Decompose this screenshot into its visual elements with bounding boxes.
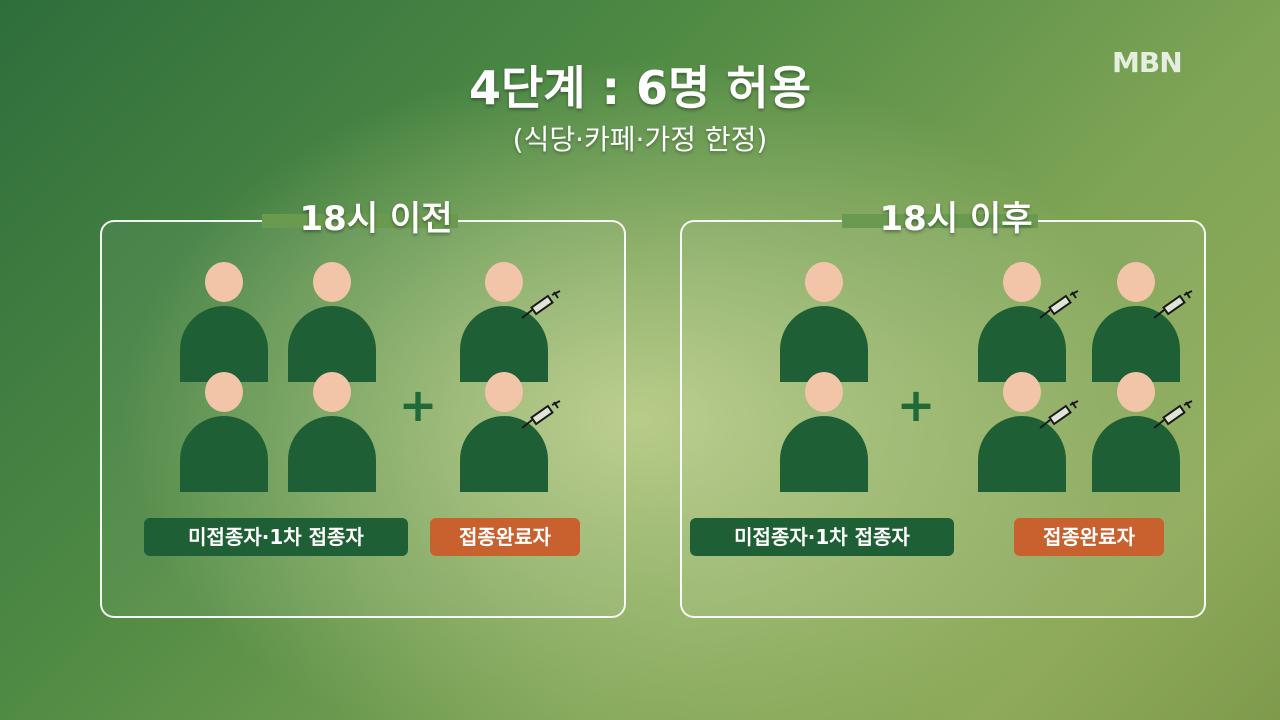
vaccinated-person-icon [460, 372, 561, 492]
vaccinated-person-icon [978, 372, 1079, 492]
person-icon [180, 372, 268, 492]
vaccinated-person-icon [978, 262, 1079, 382]
person-icon [780, 262, 868, 382]
panel-title-before-18: 18시 이전 [299, 199, 453, 239]
person-icon [288, 262, 376, 382]
person-icon [780, 372, 868, 492]
label-unvaccinated: 미접종자·1차 접종자 [144, 518, 408, 556]
syringe-icon [1153, 400, 1193, 429]
vaccinated-person-icon [460, 262, 561, 382]
page-title: 4단계 : 6명 허용 [468, 61, 812, 115]
syringe-icon [1039, 400, 1079, 429]
plus-sign: + [896, 378, 936, 432]
person-icon [180, 262, 268, 382]
panel-title-mask [262, 214, 458, 228]
plus-sign: + [398, 378, 438, 432]
vaccinated-person-icon [1092, 262, 1193, 382]
broadcaster-logo: MBN [1112, 46, 1183, 79]
syringe-icon [521, 400, 561, 429]
label-unvaccinated: 미접종자·1차 접종자 [690, 518, 954, 556]
person-icon [288, 372, 376, 492]
vaccinated-person-icon [1092, 372, 1193, 492]
syringe-icon [1039, 290, 1079, 319]
label-fully-vaccinated: 접종완료자 [1014, 518, 1164, 556]
label-fully-vaccinated: 접종완료자 [430, 518, 580, 556]
syringe-icon [1153, 290, 1193, 319]
panel-title-mask [842, 214, 1038, 228]
panel-title-after-18: 18시 이후 [879, 199, 1033, 239]
page-subtitle: (식당·카페·가정 한정) [512, 123, 768, 156]
syringe-icon [521, 290, 561, 319]
